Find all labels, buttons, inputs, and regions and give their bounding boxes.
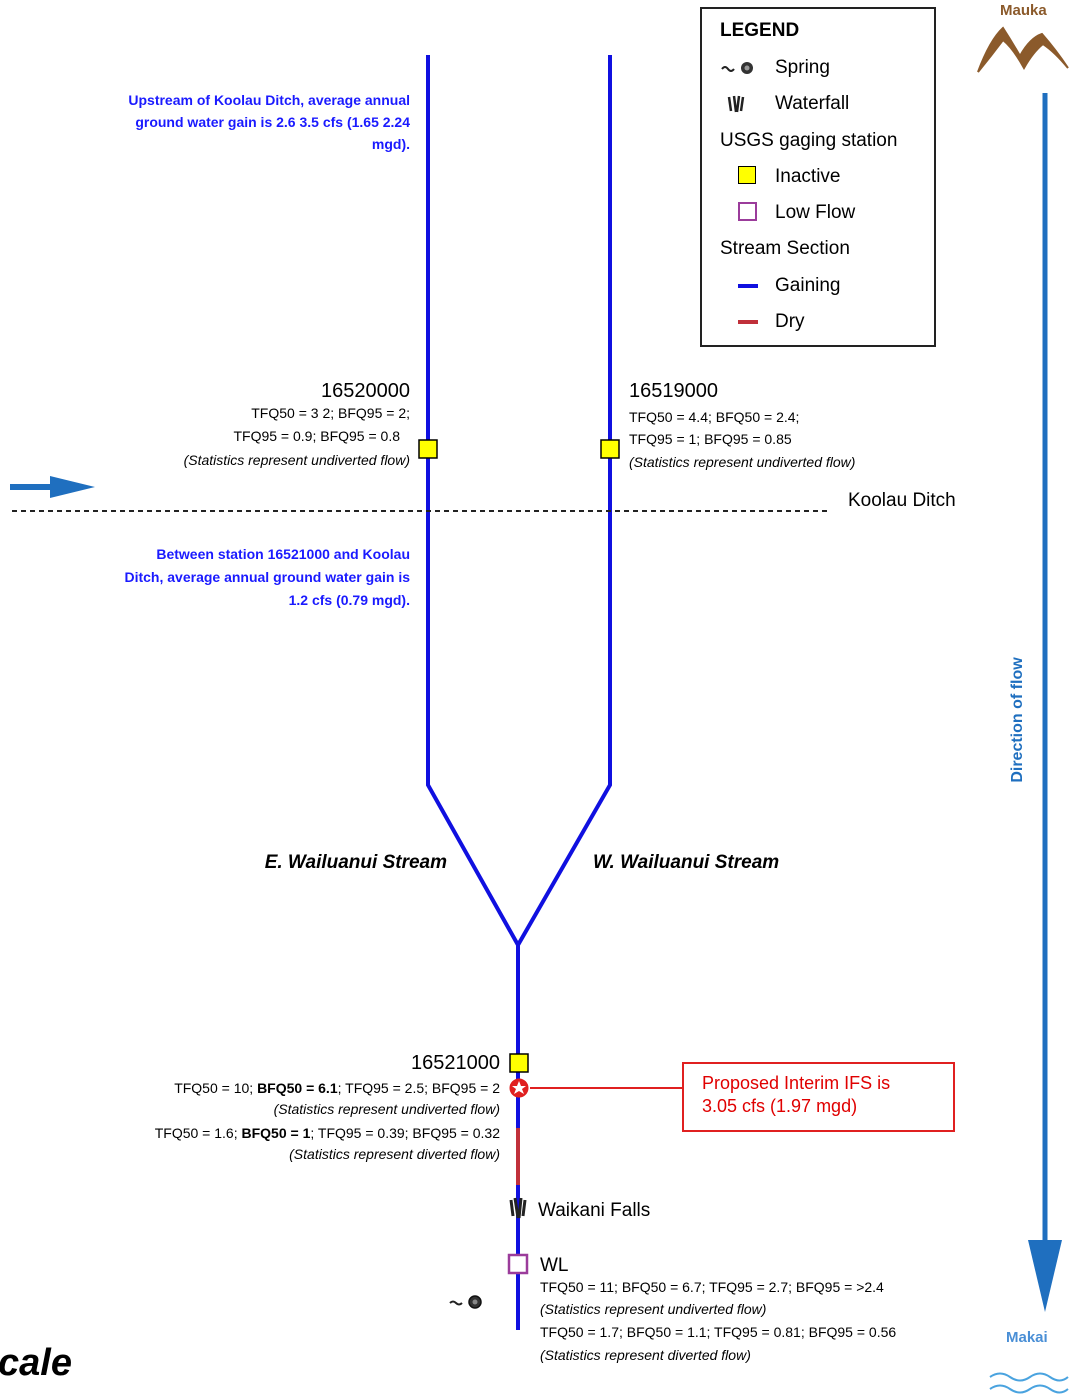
- station-wl-stats-1: TFQ50 = 11; BFQ50 = 6.7; TFQ95 = 2.7; BF…: [540, 1279, 884, 1295]
- station-16520000-stats-1: TFQ50 = 3 2; BFQ95 = 2;: [251, 405, 410, 421]
- station-16521000-undiverted-note: (Statistics represent undiverted flow): [273, 1101, 500, 1117]
- s16521000-a-bold: BFQ50 = 6.1: [257, 1080, 338, 1096]
- station-wl-id: WL: [540, 1255, 569, 1276]
- waterfall-icon: [509, 1197, 527, 1219]
- legend-dry-swatch: [738, 320, 758, 324]
- legend-spring-icon: [721, 62, 753, 74]
- west-stream-label: W. Wailuanui Stream: [593, 852, 780, 873]
- between-note-line-1: Between station 16521000 and Koolau: [156, 546, 410, 562]
- legend-lowflow-label: Low Flow: [775, 202, 856, 223]
- legend-title: LEGEND: [720, 20, 800, 41]
- proposed-ifs-box: Proposed Interim IFS is 3.05 cfs (1.97 m…: [682, 1062, 955, 1132]
- waves-icon-lower: [989, 1384, 1069, 1394]
- legend-section-heading: Stream Section: [720, 238, 850, 259]
- legend-spring-label: Spring: [775, 57, 830, 78]
- flow-direction-head: [1028, 1240, 1062, 1312]
- station-16519000-stats-2: TFQ95 = 1; BFQ95 = 0.85: [629, 431, 792, 447]
- makai-label: Makai: [1006, 1329, 1048, 1346]
- station-16521000-marker: [509, 1053, 529, 1073]
- waikani-falls-label: Waikani Falls: [538, 1200, 651, 1221]
- between-note-line-2: Ditch, average annual ground water gain …: [124, 569, 410, 585]
- s16521000-b-post: ; TFQ95 = 0.39; BFQ95 = 0.32: [310, 1125, 500, 1141]
- station-16520000-id: 16520000: [321, 380, 410, 402]
- legend-gaging-heading: USGS gaging station: [720, 130, 898, 151]
- legend-gaining-swatch: [738, 284, 758, 288]
- legend-box: LEGEND Spring Waterfall USGS gaging stat…: [700, 7, 936, 347]
- station-16520000-note: (Statistics represent undiverted flow): [183, 452, 410, 468]
- s16521000-b-bold: BFQ50 = 1: [241, 1125, 311, 1141]
- upstream-note-line-2: ground water gain is 2.6 3.5 cfs (1.65 2…: [135, 114, 410, 130]
- inflow-arrow-head: [50, 476, 95, 498]
- station-wl-note-1: (Statistics represent undiverted flow): [540, 1301, 767, 1317]
- spring-icon: [449, 1295, 482, 1309]
- legend-inactive-label: Inactive: [775, 166, 841, 187]
- station-16520000-marker: [418, 439, 438, 459]
- station-16519000-marker: [600, 439, 620, 459]
- east-stream-line: [426, 55, 520, 946]
- ifs-star-shape: [512, 1081, 526, 1094]
- s16521000-a-pre: TFQ50 = 10;: [174, 1080, 258, 1096]
- upstream-note-line-3: mgd).: [371, 136, 410, 152]
- legend-waterfall-icon: [727, 95, 745, 113]
- legend-waterfall-label: Waterfall: [775, 93, 850, 114]
- s16521000-b-pre: TFQ50 = 1.6;: [154, 1125, 242, 1141]
- between-note-line-3: 1.2 cfs (0.79 mgd).: [288, 592, 410, 608]
- direction-of-flow-label: Direction of flow: [1009, 657, 1026, 783]
- legend-lowflow-swatch: [738, 202, 757, 221]
- station-16521000-diverted-stats: TFQ50 = 1.6; BFQ50 = 1; TFQ95 = 0.39; BF…: [155, 1125, 500, 1141]
- legend-inactive-swatch: [738, 166, 756, 184]
- station-16521000-id: 16521000: [411, 1052, 500, 1074]
- station-16521000-diverted-note: (Statistics represent diverted flow): [289, 1146, 500, 1162]
- station-wl-note-2: (Statistics represent diverted flow): [540, 1347, 751, 1363]
- station-16521000-undiverted-stats: TFQ50 = 10; BFQ50 = 6.1; TFQ95 = 2.5; BF…: [174, 1080, 500, 1096]
- legend-gaining-label: Gaining: [775, 275, 841, 296]
- station-16519000-stats-1: TFQ50 = 4.4; BFQ50 = 2.4;: [629, 409, 800, 425]
- koolau-ditch-label: Koolau Ditch: [848, 490, 956, 511]
- ifs-line-2: 3.05 cfs (1.97 mgd): [702, 1096, 858, 1117]
- scale-label: cale: [0, 1342, 72, 1384]
- east-stream-label: E. Wailuanui Stream: [264, 852, 447, 873]
- legend-dry-label: Dry: [775, 311, 805, 332]
- s16521000-a-post: ; TFQ95 = 2.5; BFQ95 = 2: [337, 1080, 500, 1096]
- ifs-line-1: Proposed Interim IFS is: [702, 1073, 891, 1093]
- station-wl-stats-2: TFQ50 = 1.7; BFQ50 = 1.1; TFQ95 = 0.81; …: [540, 1324, 897, 1340]
- station-wl-marker: [507, 1253, 529, 1275]
- waves-icon: [989, 1372, 1069, 1382]
- station-16519000-note: (Statistics represent undiverted flow): [629, 454, 856, 470]
- mountain-icon: [977, 26, 1069, 73]
- upstream-note-line-1: Upstream of Koolau Ditch, average annual: [128, 92, 410, 108]
- west-stream-line: [516, 55, 612, 946]
- mauka-label: Mauka: [1000, 2, 1047, 19]
- station-16520000-stats-2: TFQ95 = 0.9; BFQ95 = 0.8: [233, 428, 400, 444]
- station-16519000-id: 16519000: [629, 380, 718, 402]
